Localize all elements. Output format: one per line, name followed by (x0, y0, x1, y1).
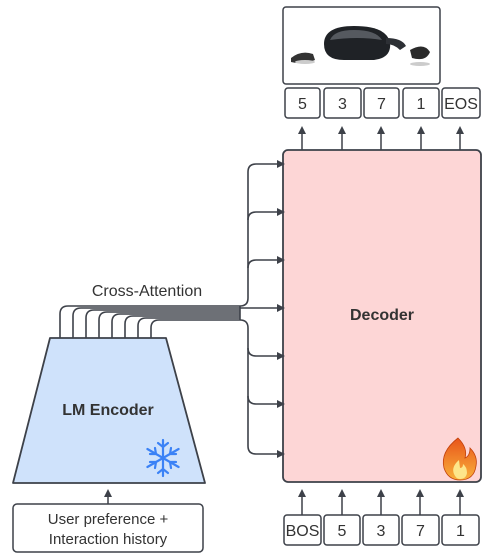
input-token: 5 (323, 514, 361, 546)
input-token: 1 (441, 514, 480, 546)
output-token: 5 (284, 87, 321, 119)
svg-text:BOS: BOS (286, 523, 320, 540)
svg-text:1: 1 (417, 96, 426, 113)
decoder-output-arrows (298, 126, 464, 150)
decoder-input-arrows (298, 489, 464, 515)
decoder-block: Decoder (282, 149, 482, 483)
svg-text:3: 3 (338, 96, 347, 113)
output-token-row: 5 3 7 1 EOS (284, 87, 481, 119)
input-token: 3 (362, 514, 400, 546)
input-box: User preference + Interaction history (12, 503, 204, 553)
svg-text:Interaction history: Interaction history (49, 531, 168, 548)
svg-text:7: 7 (416, 523, 425, 540)
vr-headset-image (291, 26, 430, 66)
snowflake-icon (146, 438, 180, 478)
output-token: 3 (323, 87, 362, 119)
output-token: EOS (441, 87, 481, 119)
cross-attention-label: Cross-Attention (92, 283, 202, 300)
svg-text:1: 1 (456, 523, 465, 540)
svg-text:User preference +: User preference + (48, 511, 169, 528)
input-token: 7 (401, 514, 440, 546)
svg-text:7: 7 (377, 96, 386, 113)
encoder-label: LM Encoder (62, 402, 154, 419)
decoder-label: Decoder (350, 307, 414, 324)
output-token: 1 (402, 87, 440, 119)
product-image (282, 6, 441, 85)
svg-text:EOS: EOS (444, 96, 478, 113)
svg-text:3: 3 (377, 523, 386, 540)
input-token: BOS (283, 514, 322, 546)
input-token-row: BOS 5 3 7 1 (283, 514, 480, 546)
cross-attention-connectors (59, 160, 285, 458)
output-token: 7 (363, 87, 400, 119)
fire-icon (442, 437, 477, 481)
svg-text:5: 5 (338, 523, 347, 540)
encoder-block: LM Encoder (12, 337, 206, 484)
svg-text:5: 5 (298, 96, 307, 113)
